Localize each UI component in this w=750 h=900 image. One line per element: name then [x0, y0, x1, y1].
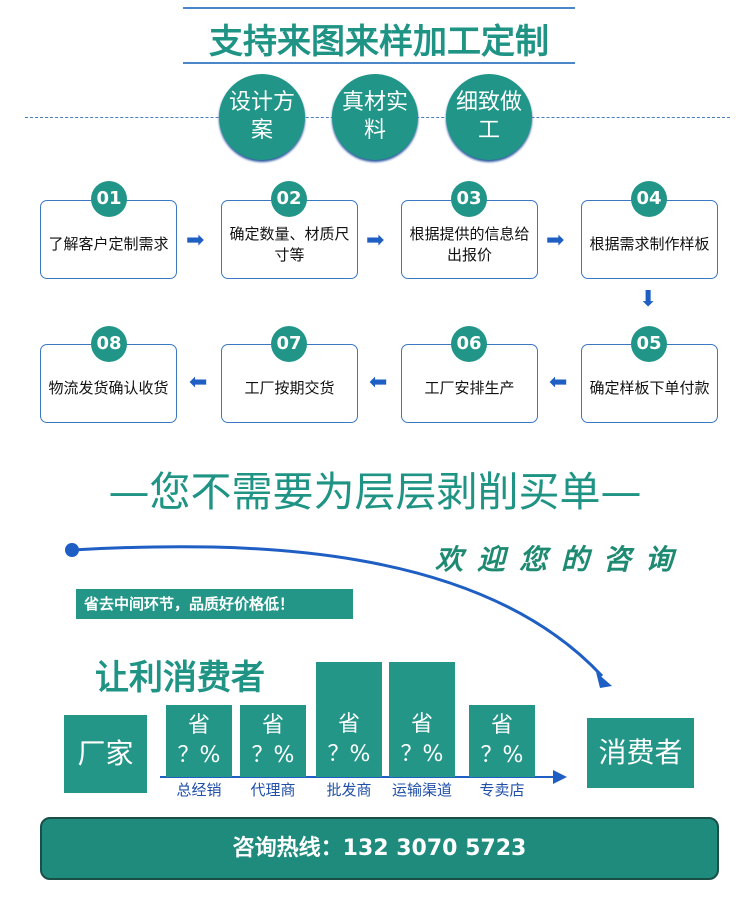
- arrow-right-icon: ➡: [366, 228, 385, 253]
- step-number: 05: [631, 326, 667, 362]
- middleman-label: 批发商: [326, 781, 372, 799]
- step-number: 04: [631, 181, 667, 217]
- step-03: 根据提供的信息给出报价: [401, 200, 538, 279]
- step-number: 08: [91, 326, 127, 362]
- step-02: 确定数量、材质尺寸等: [221, 200, 358, 279]
- step-number: 02: [271, 181, 307, 217]
- step-number: 01: [91, 181, 127, 217]
- save-pct: ？%: [480, 743, 524, 768]
- step-text: 物流发货确认收货: [48, 379, 169, 397]
- arrow-down-icon: ⬇: [639, 287, 658, 312]
- slogan: —您不需要为层层剥削买单—: [108, 468, 642, 516]
- page-title: 支持来图来样加工定制: [209, 22, 549, 62]
- feature-material: 真材实料: [332, 74, 418, 160]
- step-text: 工厂按期交货: [244, 379, 335, 397]
- save-pct: ？%: [177, 743, 221, 768]
- benefit-title: 让利消费者: [95, 658, 265, 698]
- title-top-rule: [183, 7, 575, 9]
- middleman-label: 总经销: [176, 781, 222, 799]
- middleman-label: 代理商: [250, 781, 296, 799]
- save-label: 省: [187, 713, 210, 738]
- save-label: 省: [490, 713, 513, 738]
- middleman-bar: 省 ？%: [166, 705, 232, 777]
- arrow-left-icon: ⬅: [369, 370, 388, 395]
- middleman-bar: 省 ？%: [240, 705, 306, 777]
- middleman-bar: 省 ？%: [316, 662, 382, 777]
- title-bottom-rule: [183, 62, 575, 64]
- middleman-label: 运输渠道: [391, 781, 452, 799]
- save-label: 省: [337, 712, 360, 737]
- middleman-bar: 省 ？%: [469, 705, 535, 777]
- welcome-text: 欢迎您的咨询: [435, 543, 688, 576]
- feature-design: 设计方案: [219, 74, 305, 160]
- arrow-right-icon: ➡: [546, 228, 565, 253]
- step-text: 确定数量、材质尺寸等: [229, 224, 350, 264]
- feature-workmanship: 细致做工: [446, 74, 532, 160]
- middleman-bar: 省 ？%: [389, 662, 455, 777]
- factory-box: 厂家: [64, 715, 147, 793]
- step-number: 06: [451, 326, 487, 362]
- step-text: 确定样板下单付款: [589, 379, 710, 397]
- arrow-right-icon: ➡: [186, 228, 205, 253]
- hotline-bar[interactable]: 咨询热线：132 3070 5723: [40, 817, 719, 880]
- arrow-left-icon: ⬅: [549, 370, 568, 395]
- save-pct: ？%: [327, 742, 371, 767]
- save-label: 省: [410, 712, 433, 737]
- consumer-box: 消费者: [587, 718, 694, 788]
- step-number: 03: [451, 181, 487, 217]
- save-pct: ？%: [251, 743, 295, 768]
- save-label: 省: [261, 713, 284, 738]
- step-text: 工厂安排生产: [424, 379, 515, 397]
- save-pct: ？%: [400, 742, 444, 767]
- savings-banner: 省去中间环节，品质好价格低！: [76, 589, 353, 619]
- step-text: 根据提供的信息给出报价: [409, 224, 530, 264]
- arrow-left-icon: ⬅: [189, 370, 208, 395]
- middleman-label: 专卖店: [479, 781, 525, 799]
- step-text: 了解客户定制需求: [48, 235, 169, 253]
- step-text: 根据需求制作样板: [589, 235, 710, 253]
- step-number: 07: [271, 326, 307, 362]
